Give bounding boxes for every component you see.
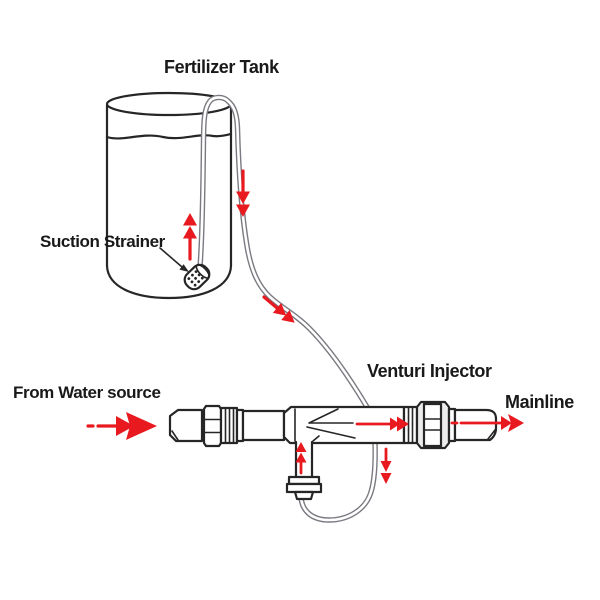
tank-bottom [105,264,233,300]
outlet-pipe-end [453,408,498,442]
venturi-injector-label: Venturi Injector [367,361,492,381]
strainer-perforations [187,270,204,287]
flow-arrow-along-suction-tube-icon [262,295,295,323]
venturi-cone-lines [306,408,356,439]
mainline-label: Mainline [505,392,574,412]
strainer-end-cap [195,264,210,279]
suction-loop-tube [298,440,378,523]
flow-arrow-water-source-icon [86,412,157,440]
suction-strainer-drawing [183,263,211,291]
suction-tube [197,94,370,410]
from-water-source-label: From Water source [13,383,161,402]
suction-port [294,440,314,479]
venturi-injector-drawing [168,400,498,501]
flow-arrow-through-venturi-icon [355,416,409,432]
flow-arrow-down-outside-tank-icon [236,169,250,217]
strainer-body [183,263,211,291]
left-hex-nut [202,404,223,448]
flow-arrows [86,169,524,484]
port-flange-lower [285,482,323,494]
strainer-pointer-arrow [159,247,189,272]
suction-strainer-label: Suction Strainer [40,232,165,251]
fertilizer-tank-drawing [105,91,233,300]
fertilizer-tank-label: Fertilizer Tank [164,57,279,77]
inlet-pipe [241,409,286,442]
port-nipple [293,490,315,501]
flow-arrow-loop-down-icon [380,447,392,484]
flow-arrow-mainline-icon [450,414,524,432]
flow-arrow-suction-port-icon [295,442,307,475]
flow-arrow-suction-up-inside-tank-icon [183,213,197,261]
tank-water-level-line [105,132,233,140]
inlet-pipe-end [168,408,204,443]
